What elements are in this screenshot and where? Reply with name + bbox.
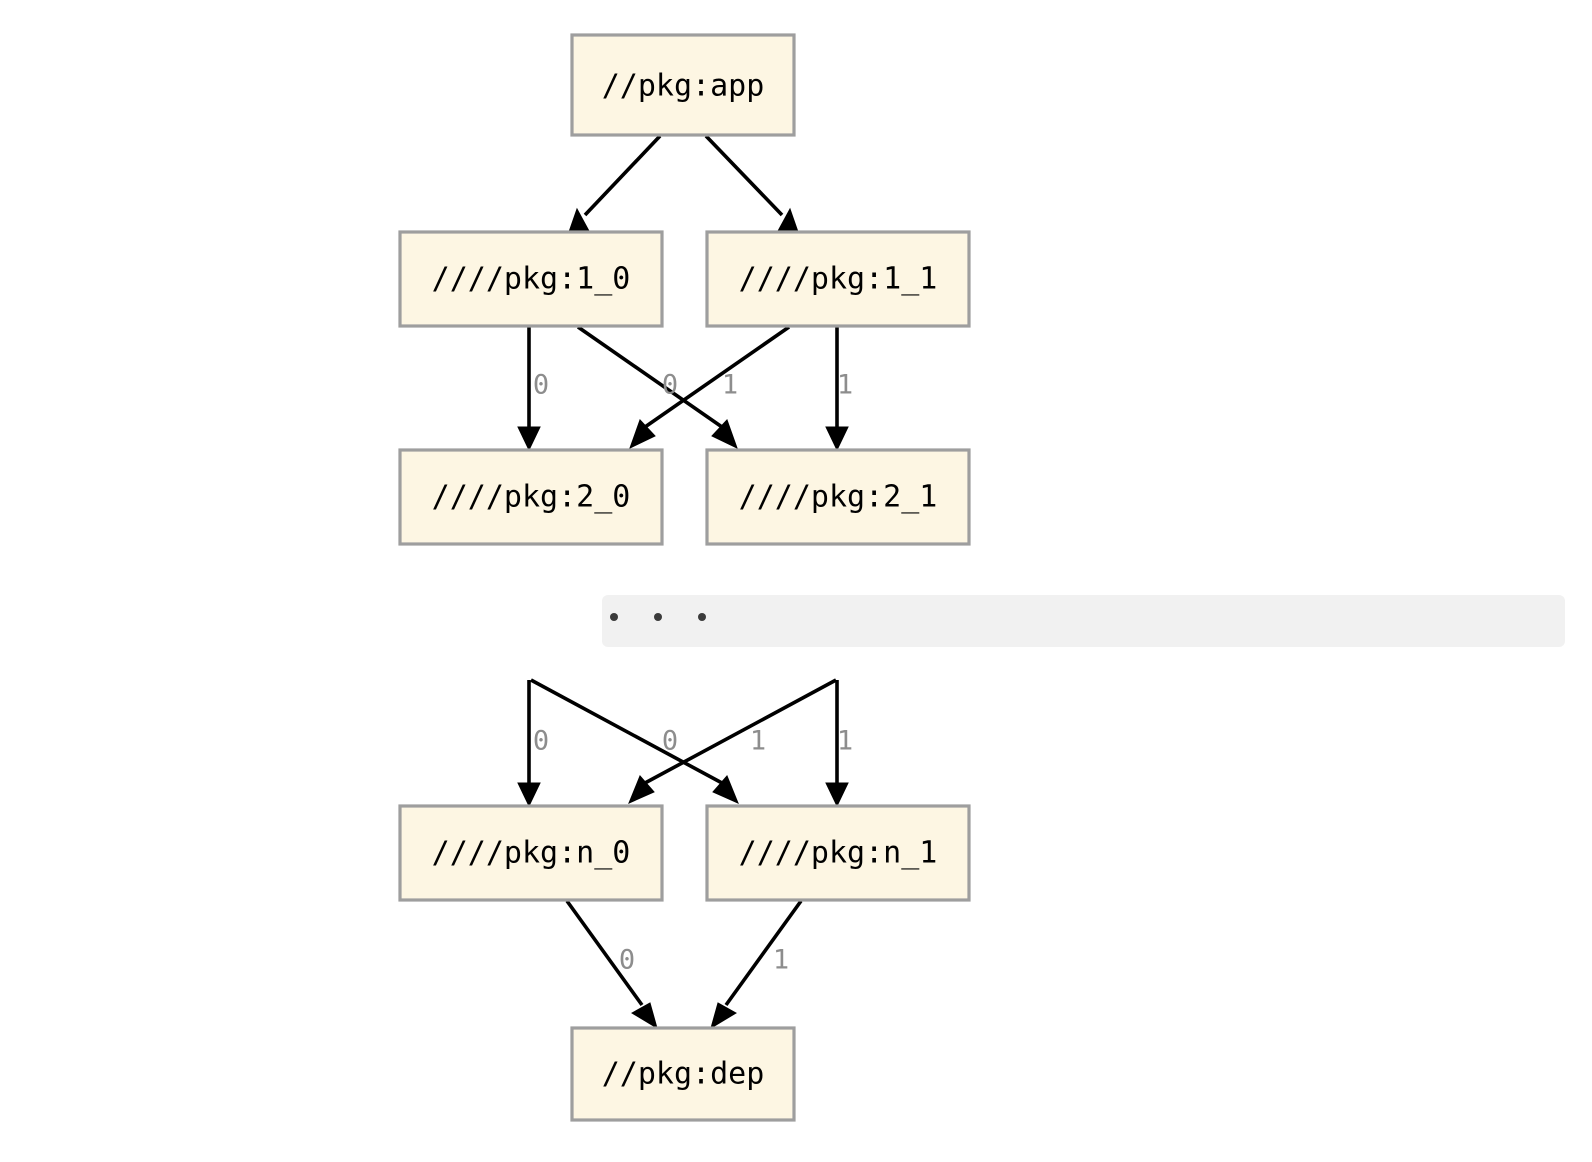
node-2_0-label: ////pkg:2_0 bbox=[432, 480, 631, 515]
edge-label-elided-n_0-alt: 1 bbox=[750, 726, 766, 757]
elision-ellipsis-icon bbox=[610, 613, 742, 621]
edge-label-1_1-2_1: 1 bbox=[837, 370, 853, 401]
node-2_0[interactable]: ////pkg:2_0 bbox=[398, 448, 664, 546]
edge-label-elided-n_0: 0 bbox=[533, 726, 549, 757]
node-app-label: //pkg:app bbox=[602, 69, 765, 104]
edge-1_0-to-2_1 bbox=[576, 325, 738, 449]
node-dep-label: //pkg:dep bbox=[602, 1057, 765, 1092]
node-n_0-label: ////pkg:n_0 bbox=[432, 836, 631, 871]
node-n_0[interactable]: ////pkg:n_0 bbox=[398, 804, 664, 902]
node-2_1-label: ////pkg:2_1 bbox=[739, 480, 938, 515]
node-dep[interactable]: //pkg:dep bbox=[570, 1026, 796, 1122]
node-1_1[interactable]: ////pkg:1_1 bbox=[705, 230, 971, 328]
node-n_1[interactable]: ////pkg:n_1 bbox=[705, 804, 971, 902]
edge-elided-to-n_0 bbox=[517, 680, 541, 808]
edge-label-1_1-2_0: 1 bbox=[722, 370, 738, 401]
edge-app-to-1_1 bbox=[704, 134, 799, 233]
edge-n_1-to-dep bbox=[710, 899, 803, 1030]
elision-dot-2 bbox=[654, 613, 662, 621]
edge-elided-to-n_1 bbox=[530, 678, 739, 804]
edge-1_0-to-2_0 bbox=[517, 327, 541, 452]
node-app[interactable]: //pkg:app bbox=[570, 33, 796, 137]
edge-label-n_0-dep: 0 bbox=[619, 945, 635, 976]
elision-band bbox=[602, 595, 1565, 647]
edge-elided-to-n_0-alt bbox=[628, 678, 837, 804]
edge-label-n_1-dep: 1 bbox=[773, 945, 789, 976]
edge-label-1_0-2_0: 0 bbox=[533, 370, 549, 401]
edge-label-1_0-2_1: 0 bbox=[662, 370, 678, 401]
elision-dot-3 bbox=[698, 613, 706, 621]
edge-label-elided-n_1: 0 bbox=[662, 726, 678, 757]
node-1_0-label: ////pkg:1_0 bbox=[432, 262, 631, 297]
edge-1_1-to-2_1 bbox=[825, 327, 849, 452]
node-1_0[interactable]: ////pkg:1_0 bbox=[398, 230, 664, 328]
edge-1_1-to-2_0 bbox=[629, 325, 791, 449]
node-n_1-label: ////pkg:n_1 bbox=[739, 836, 938, 871]
node-1_1-label: ////pkg:1_1 bbox=[739, 262, 938, 297]
edge-elided-to-n_1-alt bbox=[825, 680, 849, 808]
edge-n_0-to-dep bbox=[565, 899, 658, 1030]
elision-dot-1 bbox=[610, 613, 618, 621]
edge-app-to-1_0 bbox=[568, 134, 662, 233]
edge-label-elided-n_1-alt: 1 bbox=[837, 726, 853, 757]
node-2_1[interactable]: ////pkg:2_1 bbox=[705, 448, 971, 546]
